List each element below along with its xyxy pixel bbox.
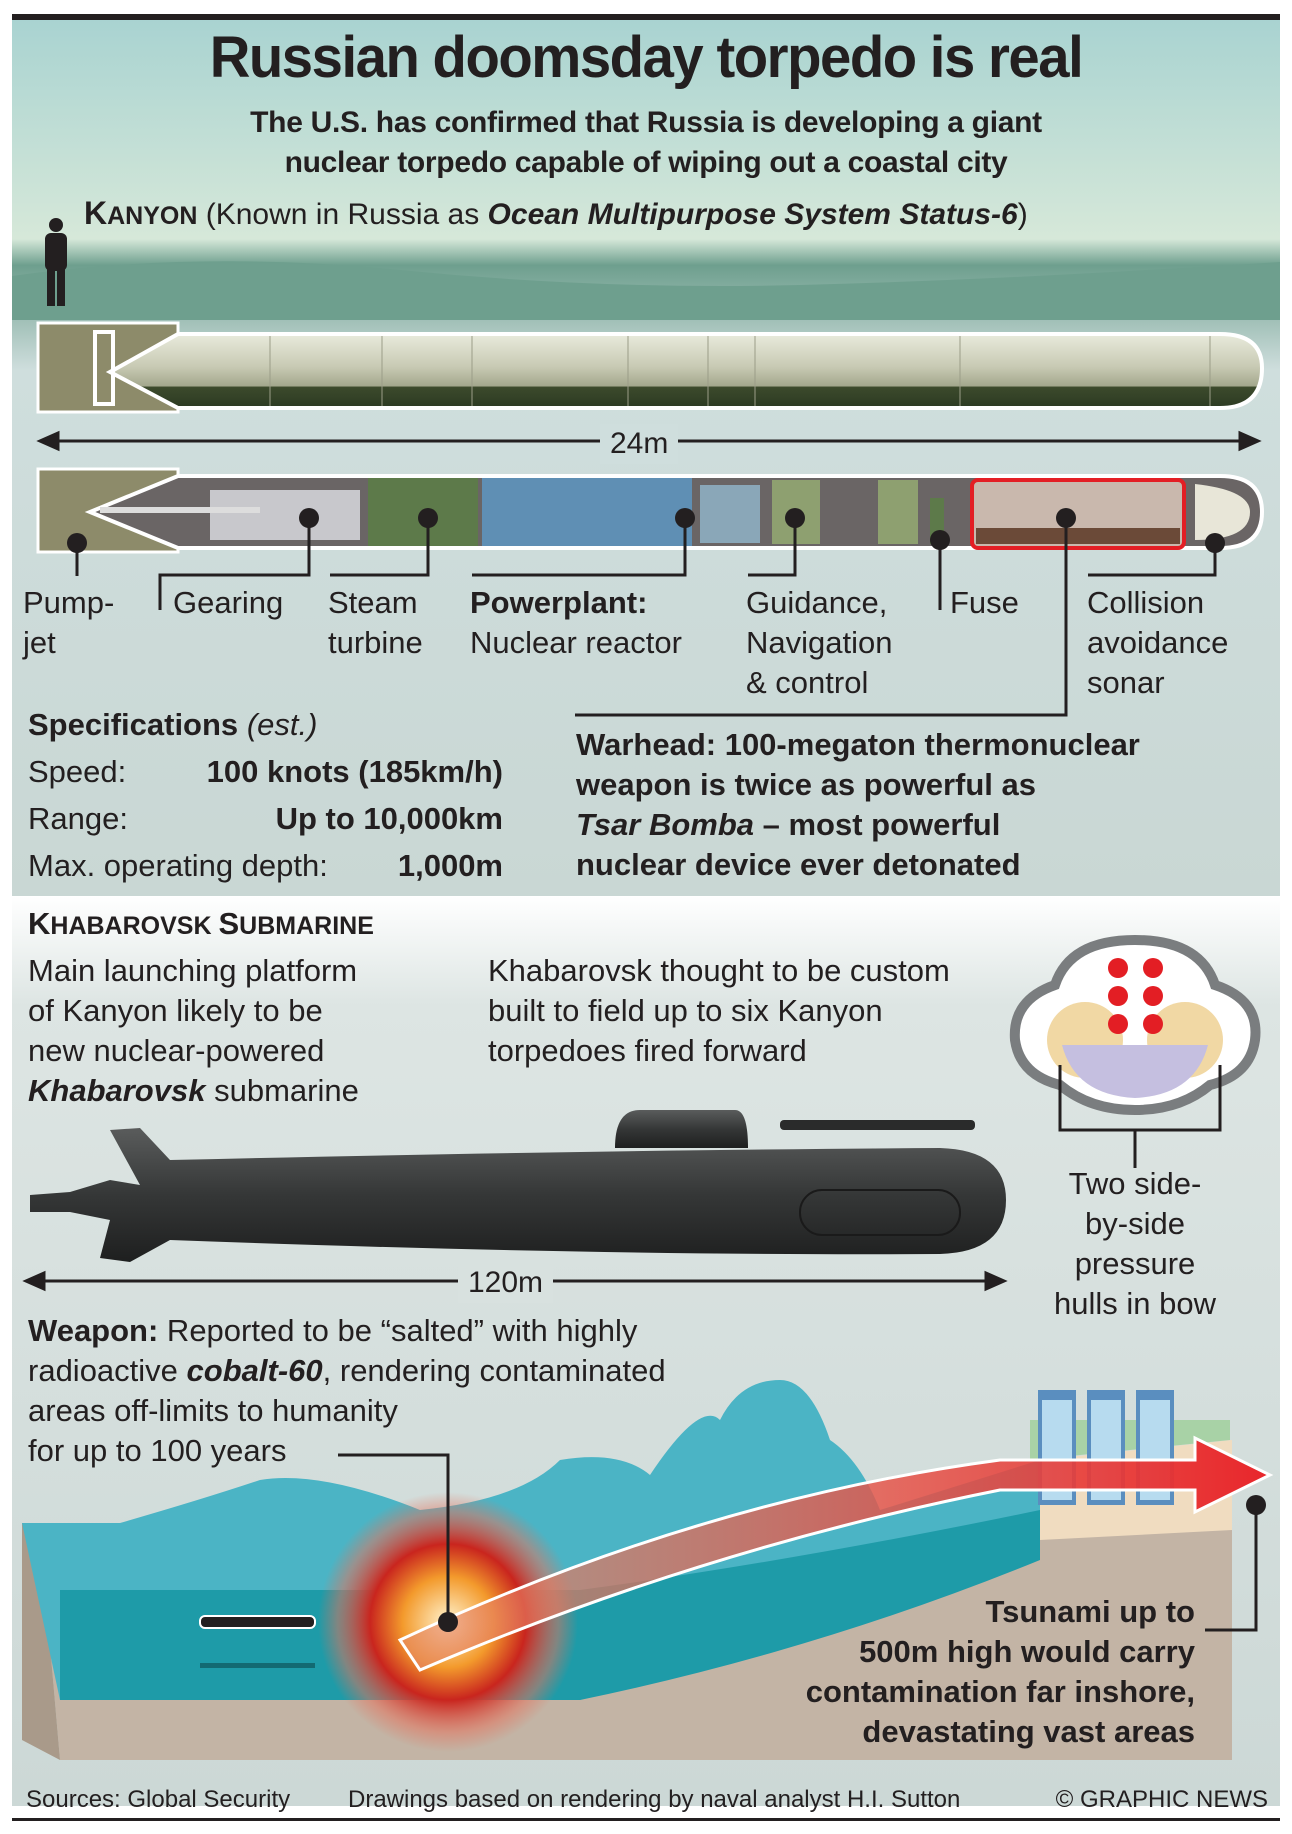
label-pump-jet: Pump-jet [23, 583, 114, 663]
kanyon-name: ANYON [107, 202, 198, 230]
note-line: Two side- [1068, 1166, 1202, 1201]
spec-value: 100 knots (185km/h) [206, 754, 503, 789]
note-line: Khabarovsk thought to be custom [488, 953, 950, 988]
heading-part: K [28, 906, 51, 941]
weapon-line: radioactive cobalt-60, rendering contami… [28, 1351, 666, 1391]
spec-label: Range: [28, 801, 128, 836]
label-line: Guidance, [746, 585, 888, 620]
tsunami-description: Tsunami up to 500m high would carry cont… [806, 1592, 1195, 1752]
custom-build-note: Khabarovsk thought to be custom built to… [488, 951, 950, 1071]
label-fuse: Fuse [950, 583, 1019, 623]
submarine-heading: KHABAROVSK SUBMARINE [28, 904, 374, 946]
callout-leader-lines [338, 1453, 1258, 1632]
footer-sources: Sources: Global Security [26, 1786, 291, 1813]
tsunami-line: 500m high would carry [859, 1634, 1195, 1669]
heading-part: S [218, 906, 240, 941]
khabarovsk-name: Khabarovsk [28, 1073, 206, 1108]
label-powerplant: Powerplant: Nuclear reactor [470, 583, 682, 663]
spec-value: 1,000m [397, 848, 503, 883]
desc-line: Main launching platform [28, 953, 358, 988]
tsunami-line: contamination far inshore, [805, 1674, 1195, 1709]
specs-heading: Specifications (est.) [28, 701, 503, 748]
label-line: Fuse [950, 585, 1019, 620]
kanyon-initial: K [84, 195, 108, 231]
heading-part: UBMARINE [239, 912, 374, 940]
person-scale-icon [45, 218, 67, 306]
kanyon-close: ) [1017, 198, 1028, 231]
subtitle-line-2: nuclear torpedo capable of wiping out a … [284, 146, 1008, 179]
label-steam-turbine: Steam turbine [328, 583, 423, 663]
weapon-line: areas off-limits to humanity [28, 1393, 398, 1428]
weapon-text: , rendering contaminated [322, 1353, 666, 1388]
heading-part: HABAROVSK [50, 912, 219, 940]
weapon-line: for up to 100 years [28, 1433, 287, 1468]
torpedo-length-label: 24m [600, 424, 679, 464]
kanyon-heading: KANYON (Known in Russia as Ocean Multipu… [84, 193, 1028, 236]
label-line: Collision [1087, 585, 1205, 620]
footer-copyright: © GRAPHIC NEWS [1055, 1786, 1268, 1813]
note-line: torpedoes fired forward [488, 1033, 807, 1068]
tsunami-line: Tsunami up to [985, 1594, 1195, 1629]
label-line: sonar [1087, 665, 1165, 700]
desc-text: submarine [205, 1073, 359, 1108]
specifications: Specifications (est.) Speed: 100 knots (1… [28, 701, 503, 889]
subtitle-line-1: The U.S. has confirmed that Russia is de… [250, 106, 1042, 139]
torpedo-exterior-illustration [36, 321, 1265, 414]
specs-title: Specifications [28, 707, 239, 742]
note-line: built to field up to six Kanyon [488, 993, 883, 1028]
weapon-label: Weapon: [28, 1313, 159, 1348]
kanyon-known-as: (Known in Russia as [197, 198, 488, 231]
label-collision-sonar: Collision avoidance sonar [1087, 583, 1228, 703]
spec-label: Max. operating depth: [28, 848, 328, 883]
specs-note: (est.) [246, 707, 318, 742]
label-line: Gearing [173, 585, 284, 620]
label-line: avoidance [1087, 625, 1229, 660]
weapon-text: Reported to be “salted” with highly [158, 1313, 638, 1348]
weapon-line: Weapon: Reported to be “salted” with hig… [28, 1311, 666, 1351]
component-leader-lines [75, 518, 1217, 717]
tsunami-scene-illustration [22, 1380, 1274, 1760]
cobalt-60: cobalt-60 [186, 1353, 323, 1388]
label-line: Navigation [746, 625, 893, 660]
spec-label: Speed: [28, 754, 127, 789]
weapon-text: radioactive [28, 1353, 187, 1388]
label-line: turbine [328, 625, 423, 660]
label-line: jet [23, 625, 56, 660]
tsar-bomba: Tsar Bomba [576, 807, 755, 842]
warhead-description: Warhead: 100-megaton thermonuclear weapo… [576, 725, 1140, 885]
label-guidance: Guidance, Navigation & control [746, 583, 892, 703]
kanyon-russian-name: Ocean Multipurpose System Status-6 [487, 198, 1018, 231]
label-line: Pump- [23, 585, 115, 620]
label-line: Powerplant: [470, 585, 648, 620]
label-line: & control [746, 665, 869, 700]
spec-row: Speed: 100 knots (185km/h) [28, 748, 503, 795]
note-line: hulls in bow [1054, 1286, 1216, 1321]
footer-drawings-credit: Drawings based on rendering by naval ana… [348, 1786, 961, 1813]
warhead-text: – most powerful [754, 807, 1001, 842]
warhead-line: Tsar Bomba – most powerful [576, 805, 1140, 845]
desc-line: of Kanyon likely to be [28, 993, 323, 1028]
label-gearing: Gearing [173, 583, 283, 623]
note-line: by-side [1085, 1206, 1185, 1241]
note-line: pressure [1074, 1246, 1196, 1281]
khabarovsk-submarine-illustration [30, 1110, 1006, 1262]
desc-line: Khabarovsk submarine [28, 1071, 359, 1111]
spec-value: Up to 10,000km [275, 801, 503, 836]
pressure-hulls-note: Two side- by-side pressure hulls in bow [1035, 1164, 1235, 1324]
desc-line: new nuclear-powered [28, 1033, 325, 1068]
label-line: Steam [328, 585, 418, 620]
submarine-description: Main launching platform of Kanyon likely… [28, 951, 359, 1111]
bow-cross-section-diagram [1009, 934, 1261, 1168]
warhead-line: nuclear device ever detonated [576, 847, 1021, 882]
spec-row: Max. operating depth: 1,000m [28, 842, 503, 889]
warhead-line: Warhead: 100-megaton thermonuclear [576, 727, 1140, 762]
page-title: Russian doomsday torpedo is real [209, 25, 1084, 90]
label-line: Nuclear reactor [470, 625, 682, 660]
tsunami-line: devastating vast areas [862, 1714, 1195, 1749]
spec-row: Range: Up to 10,000km [28, 795, 503, 842]
submarine-length-label: 120m [458, 1263, 554, 1303]
weapon-description: Weapon: Reported to be “salted” with hig… [28, 1311, 666, 1471]
torpedo-cutaway-illustration [36, 467, 1265, 554]
warhead-line: weapon is twice as powerful as [576, 767, 1036, 802]
